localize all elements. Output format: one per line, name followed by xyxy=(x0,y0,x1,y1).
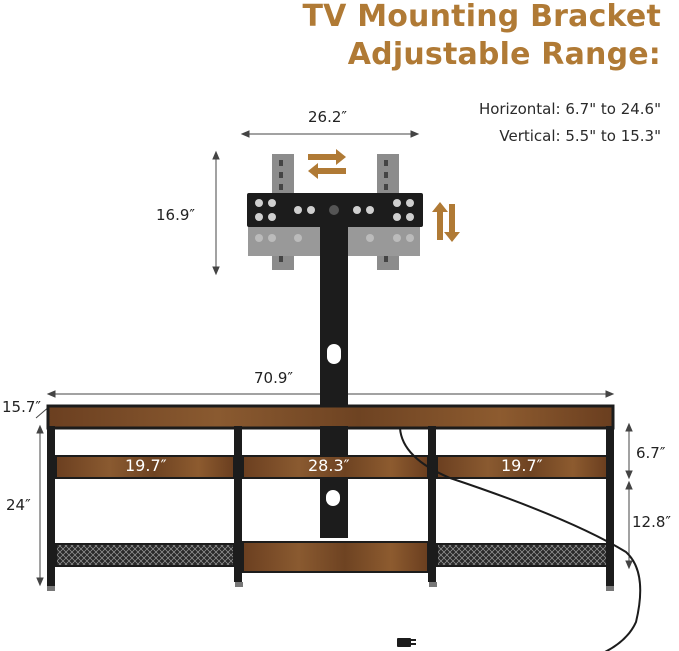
power-cord-icon xyxy=(399,427,642,651)
horizontal-adjust-arrows-icon xyxy=(308,149,346,179)
power-plug-icon xyxy=(397,638,416,647)
center-shelf-width-label: 28.3″ xyxy=(308,456,350,475)
upper-shelf-gap-label: 6.7″ xyxy=(636,444,666,462)
stand-depth-label: 15.7″ xyxy=(2,398,42,416)
top-board xyxy=(46,404,615,430)
bottom-shelves xyxy=(55,541,608,573)
left-shelf-width-label: 19.7″ xyxy=(125,456,167,475)
stand-width-label: 70.9″ xyxy=(254,369,294,387)
lower-shelf-gap-label: 12.8″ xyxy=(632,513,672,531)
feet xyxy=(47,582,614,591)
center-pole xyxy=(320,227,348,409)
bracket-width-label: 26.2″ xyxy=(308,108,348,126)
horizontal-range: Horizontal: 6.7" to 24.6" xyxy=(478,100,661,118)
bracket-plate xyxy=(247,193,423,242)
vertical-range: Vertical: 5.5" to 15.3" xyxy=(499,127,661,145)
frame xyxy=(47,426,614,586)
right-shelf-width-label: 19.7″ xyxy=(501,456,543,475)
heading-line-1: TV Mounting Bracket xyxy=(302,0,661,34)
heading-line-2: Adjustable Range: xyxy=(347,37,661,72)
vertical-adjust-arrows-icon xyxy=(432,202,460,242)
bracket-height-label: 16.9″ xyxy=(156,206,196,224)
dimension-lines xyxy=(35,130,633,587)
stand-height-label: 24″ xyxy=(6,496,31,514)
